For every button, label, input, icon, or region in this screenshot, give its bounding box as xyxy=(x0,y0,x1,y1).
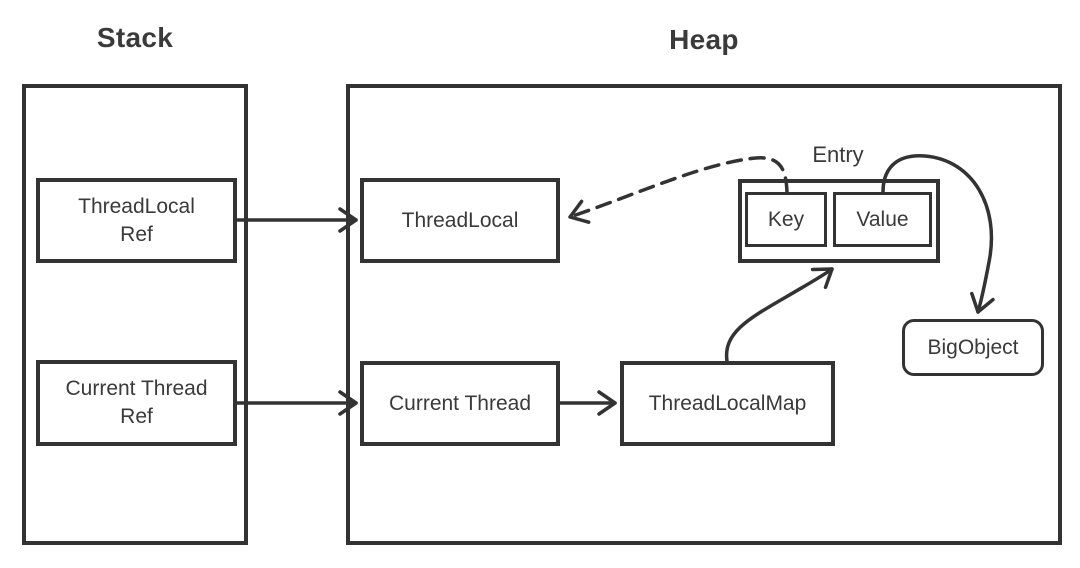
node-current-thread-ref: Current Thread Ref xyxy=(36,360,237,446)
node-current-thread-ref-line2: Ref xyxy=(120,405,153,428)
node-entry-key-label: Key xyxy=(767,207,805,231)
node-entry-value: Value xyxy=(833,192,932,247)
node-entry: Key Value xyxy=(738,179,940,263)
node-threadlocal-ref-line1: ThreadLocal xyxy=(78,194,195,218)
stack-container xyxy=(22,84,248,545)
node-threadlocal-ref-line2: Ref xyxy=(120,222,153,246)
entry-label: Entry xyxy=(812,142,864,167)
node-current-thread-ref-line1: Current Thread xyxy=(65,377,208,400)
stack-title: Stack xyxy=(96,22,174,53)
heap-container xyxy=(346,84,1062,545)
node-threadlocalmap: ThreadLocalMap xyxy=(620,361,835,446)
node-current-thread: Current Thread xyxy=(360,361,560,446)
heap-title: Heap xyxy=(669,24,739,55)
node-threadlocal-label: ThreadLocal xyxy=(401,208,519,232)
node-threadlocal-ref: ThreadLocal Ref xyxy=(36,178,237,263)
node-threadlocalmap-label: ThreadLocalMap xyxy=(648,391,807,415)
node-current-thread-label: Current Thread xyxy=(388,391,532,415)
node-threadlocal: ThreadLocal xyxy=(360,178,560,263)
node-entry-key: Key xyxy=(745,192,827,247)
node-bigobject: BigObject xyxy=(902,319,1044,376)
node-entry-value-label: Value xyxy=(856,207,909,231)
node-bigobject-label: BigObject xyxy=(927,335,1019,359)
